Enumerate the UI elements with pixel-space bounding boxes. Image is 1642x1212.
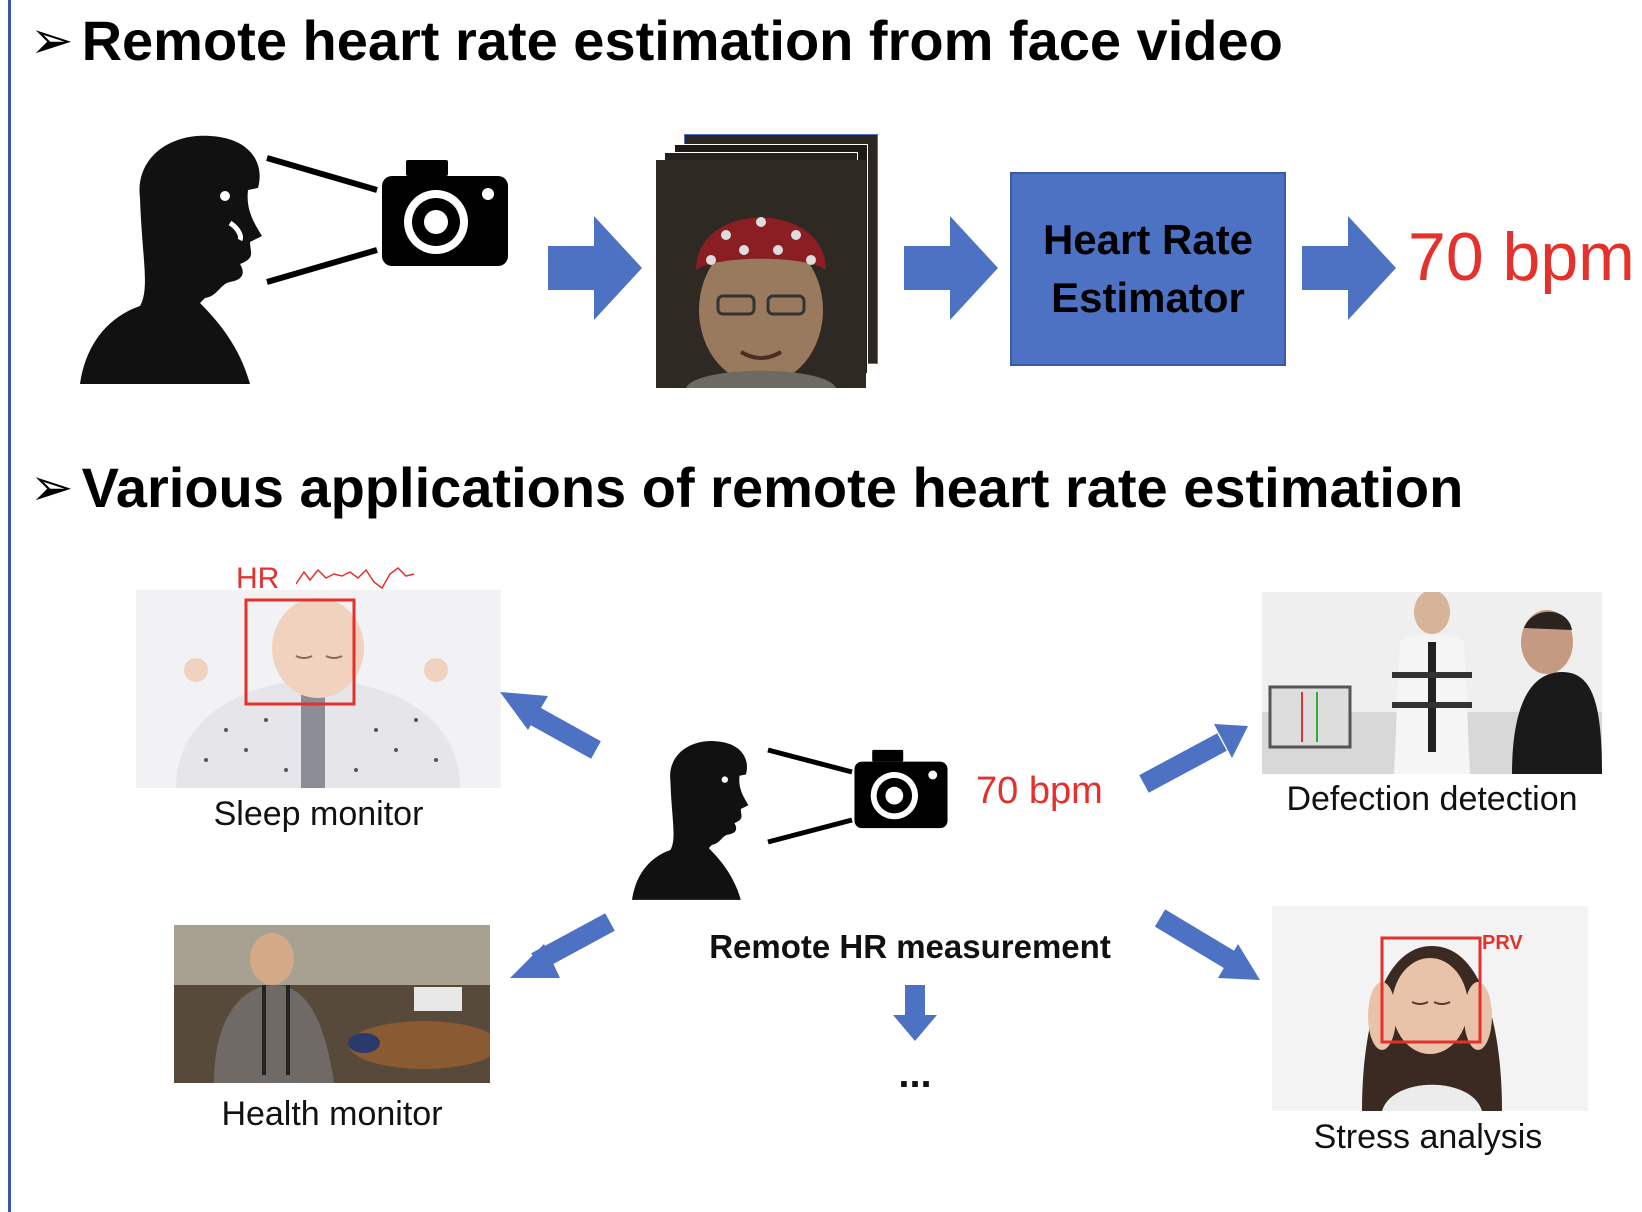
arrow-right-icon [548, 216, 642, 320]
health-monitor-caption: Health monitor [221, 1095, 443, 1133]
section1-title: Remote heart rate estimation from face v… [81, 9, 1283, 72]
defection-detection-photo [1262, 592, 1602, 774]
section1-heading: ➢ Remote heart rate estimation from face… [30, 8, 1283, 73]
person-silhouette-icon [80, 135, 262, 384]
arrowhead-defection [1214, 724, 1248, 758]
center-bpm-label: 70 bpm [976, 770, 1103, 812]
arrow-to-sleep-monitor [519, 701, 601, 759]
sleep-monitor-caption: Sleep monitor [213, 795, 424, 833]
camera-icon [382, 160, 508, 266]
video-frames-stack [656, 134, 878, 388]
sleep-monitor-photo [136, 590, 501, 788]
camera-view-lines [767, 747, 853, 845]
arrow-down-icon [893, 985, 937, 1041]
defection-detection-caption: Defection detection [1286, 780, 1578, 818]
person-silhouette-icon [632, 741, 749, 900]
estimator-label-line1: Heart Rate [1042, 216, 1254, 263]
remote-hr-measurement-label: Remote HR measurement [709, 928, 1111, 965]
arrow-to-stress-analysis [1154, 909, 1236, 969]
stress-analysis-caption: Stress analysis [1313, 1118, 1543, 1156]
hr-waveform [296, 567, 415, 590]
section2-heading: ➢ Various applications of remote heart r… [30, 455, 1463, 520]
stress-analysis-photo [1272, 906, 1588, 1111]
arrow-right-icon [1302, 216, 1396, 320]
prv-tag-label: PRV [1482, 932, 1523, 954]
heart-rate-estimator-box: Heart Rate Estimator [1010, 172, 1286, 366]
bullet-arrow-icon: ➢ [30, 11, 74, 70]
output-bpm-label: 70 bpm [1408, 219, 1635, 295]
arrowhead-stress [1218, 944, 1260, 980]
estimator-label-line2: Estimator [1051, 274, 1245, 321]
camera-view-lines [266, 155, 378, 285]
section2-title: Various applications of remote heart rat… [81, 456, 1464, 519]
health-monitor-photo [174, 925, 490, 1083]
more-applications-ellipsis: ... [898, 1052, 932, 1096]
arrowhead-sleep [500, 692, 548, 730]
camera-icon [854, 749, 948, 829]
arrowhead-health [510, 944, 560, 978]
arrow-to-defection-detection [1139, 733, 1227, 793]
bullet-arrow-icon: ➢ [30, 458, 74, 517]
left-rule [8, 0, 11, 1212]
face-video-frame [656, 160, 866, 388]
arrow-right-icon [904, 216, 998, 320]
hr-tag-label: HR [236, 562, 280, 595]
